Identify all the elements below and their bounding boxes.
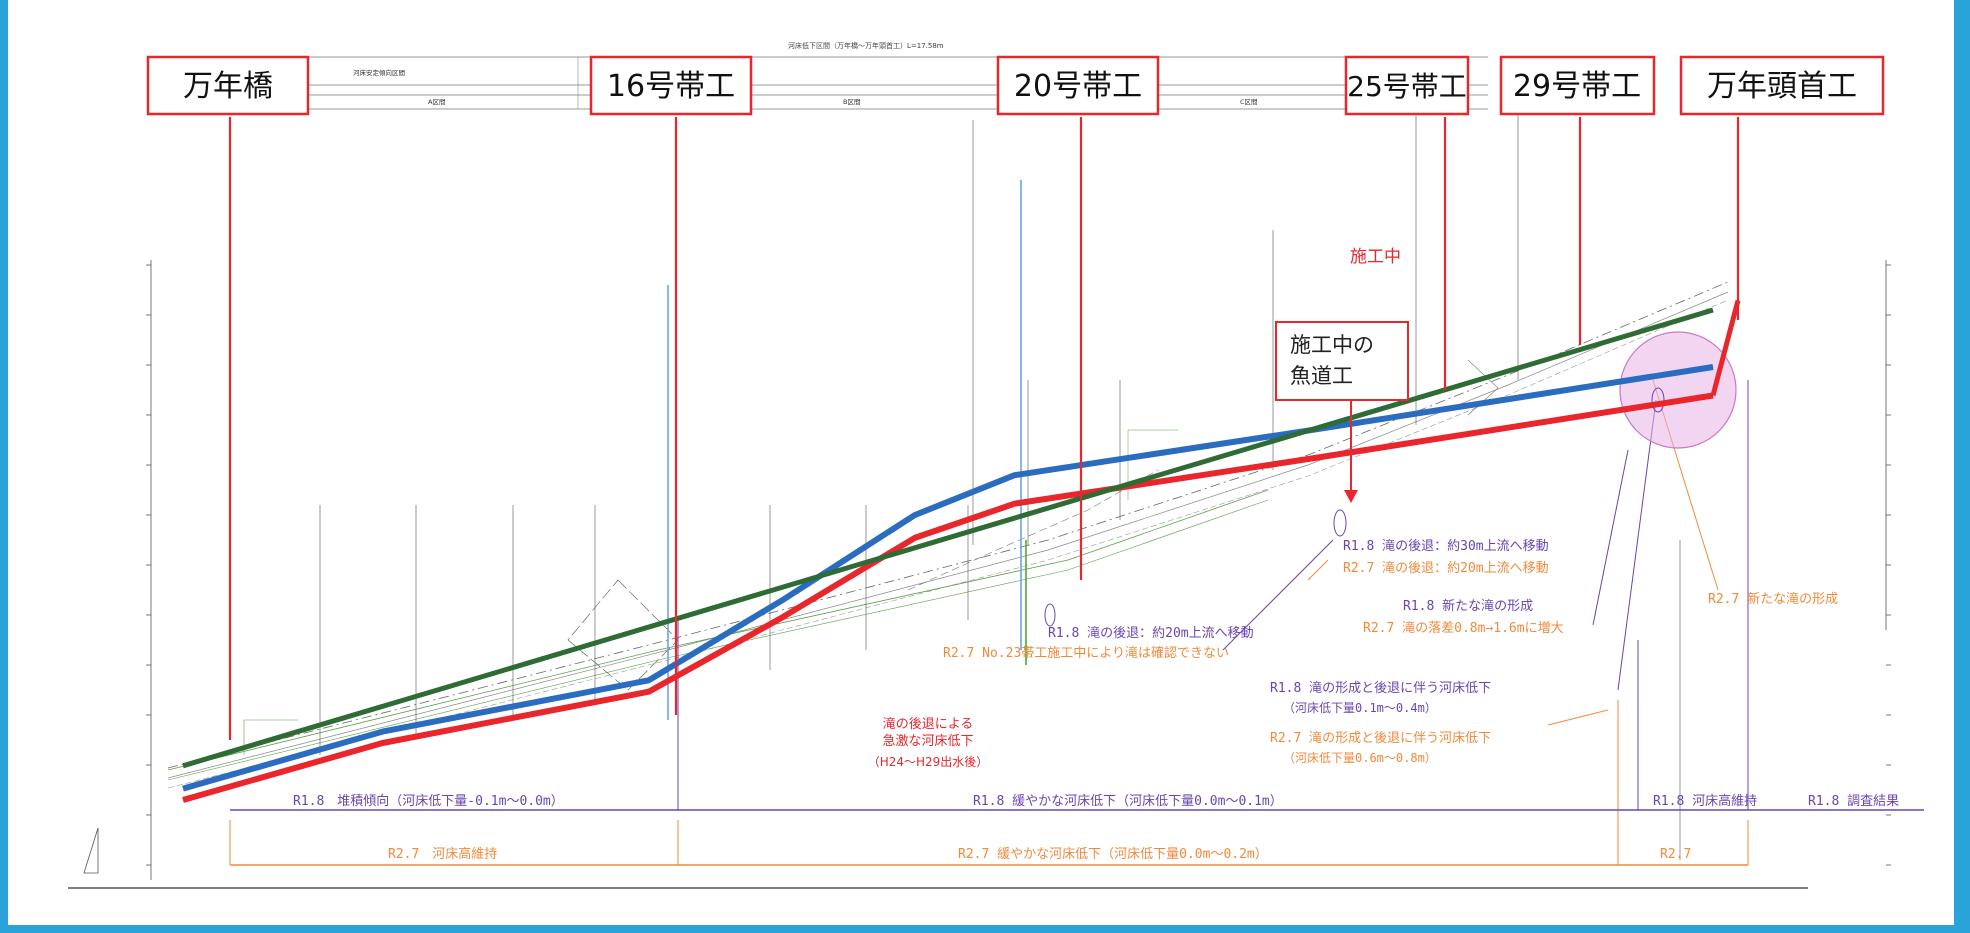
elevation-axes bbox=[68, 260, 1891, 889]
bottom-r2-right: R2.7 bbox=[1660, 847, 1691, 862]
red-profile-line bbox=[182, 392, 1714, 803]
note-r2-25: R2.7 滝の後退：約20m上流へ移動 bbox=[1343, 561, 1549, 576]
blue-profile-line bbox=[182, 364, 1714, 792]
note-r2-form-sub: （河床低下量0.6m〜0.8m） bbox=[1283, 751, 1437, 765]
label-headworks: 万年頭首工 bbox=[1707, 69, 1857, 104]
label-mannen-bridge: 万年橋 bbox=[183, 69, 273, 104]
label-belt-25: 25号帯工 bbox=[1347, 70, 1467, 103]
header-title: 河床低下区間（万年橋〜万年頭首工）L=17.58m bbox=[788, 41, 944, 50]
profile-diagram: 河床低下区間（万年橋〜万年頭首工）L=17.58m 河床安定傾向区間 A区間 B… bbox=[68, 41, 1924, 889]
bottom-r1-right: R1.8 河床高維持 bbox=[1653, 793, 1757, 809]
callout-fishway: 施工中の 魚道工 bbox=[1275, 321, 1409, 401]
note-r1-25: R1.8 滝の後退：約30m上流へ移動 bbox=[1343, 539, 1549, 554]
green-survey-lines bbox=[167, 429, 1269, 781]
red-note-3: （H24〜H29出水後） bbox=[868, 755, 989, 769]
oval-marker bbox=[1333, 509, 1347, 537]
drop-highlight-circle bbox=[1619, 331, 1737, 449]
scale-marker-icon bbox=[83, 827, 99, 874]
bed-profile-plot bbox=[182, 299, 1741, 803]
bottom-r1-survey: R1.8 調査結果 bbox=[1808, 794, 1899, 809]
bottom-r1-left: R1.8 堆積傾向（河床低下量-0.1m〜0.0m） bbox=[293, 793, 564, 809]
label-belt-20: 20号帯工 bbox=[1014, 69, 1142, 104]
note-r2-new: R2.7 新たな滝の形成 bbox=[1708, 591, 1838, 607]
note-r1-new: R1.8 新たな滝の形成 bbox=[1403, 598, 1533, 614]
note-r1-form: R1.8 滝の形成と後退に伴う河床低下 bbox=[1270, 681, 1491, 696]
frame-accent bbox=[0, 0, 8, 60]
note-r2-drop: R2.7 滝の落差0.8m→1.6mに増大 bbox=[1363, 621, 1564, 636]
note-r1-16: R1.8 滝の後退：約20m上流へ移動 bbox=[1048, 626, 1254, 641]
red-note-1: 滝の後退による bbox=[883, 717, 974, 732]
note-r1-form-sub: （河床低下量0.1m〜0.4m） bbox=[1283, 701, 1437, 715]
oval-marker bbox=[1044, 603, 1056, 627]
header-table: 河床低下区間（万年橋〜万年頭首工）L=17.58m 河床安定傾向区間 A区間 B… bbox=[178, 41, 1488, 110]
label-belt-16: 16号帯工 bbox=[607, 69, 735, 104]
oval-marker bbox=[1651, 387, 1665, 413]
note-r2-form: R2.7 滝の形成と後退に伴う河床低下 bbox=[1270, 731, 1491, 746]
bottom-r2-mid: R2.7 緩やかな河床低下（河床低下量0.0m〜0.2m） bbox=[958, 847, 1268, 862]
structure-verticals bbox=[228, 117, 1740, 740]
diagram-frame: 河床低下区間（万年橋〜万年頭首工）L=17.58m 河床安定傾向区間 A区間 B… bbox=[8, 0, 1954, 925]
section-a: A区間 bbox=[428, 98, 445, 106]
bottom-r1-mid: R1.8 緩やかな河床低下（河床低下量0.0m〜0.1m） bbox=[973, 794, 1283, 809]
callout-line-2: 魚道工 bbox=[1290, 364, 1353, 388]
label-belt-29: 29号帯工 bbox=[1513, 69, 1641, 104]
section-b: B区間 bbox=[843, 98, 860, 106]
bottom-r2-left: R2.7 河床高維持 bbox=[388, 846, 497, 862]
section-c: C区間 bbox=[1240, 98, 1258, 106]
header-subtitle: 河床安定傾向区間 bbox=[353, 68, 405, 77]
green-trend-line bbox=[182, 307, 1714, 769]
purple-boundaries bbox=[677, 380, 1749, 810]
reference-lines bbox=[167, 281, 1729, 789]
callout-line-1: 施工中の bbox=[1290, 333, 1374, 357]
construction-label: 施工中 bbox=[1350, 247, 1401, 267]
note-r2-23: R2.7 No.23帯工施工中により滝は確認できない bbox=[943, 645, 1229, 661]
structure-labels: 万年橋 16号帯工 20号帯工 25号帯工 29号帯工 万年頭首工 bbox=[146, 55, 1885, 116]
red-profile-drop bbox=[1710, 299, 1741, 397]
red-note-2: 急激な河床低下 bbox=[882, 734, 973, 749]
leader-lines bbox=[319, 115, 1681, 860]
result-bars: R1.8 堆積傾向（河床低下量-0.1m〜0.0m） R1.8 緩やかな河床低下… bbox=[230, 793, 1924, 866]
arrow-head-icon bbox=[1344, 490, 1358, 503]
